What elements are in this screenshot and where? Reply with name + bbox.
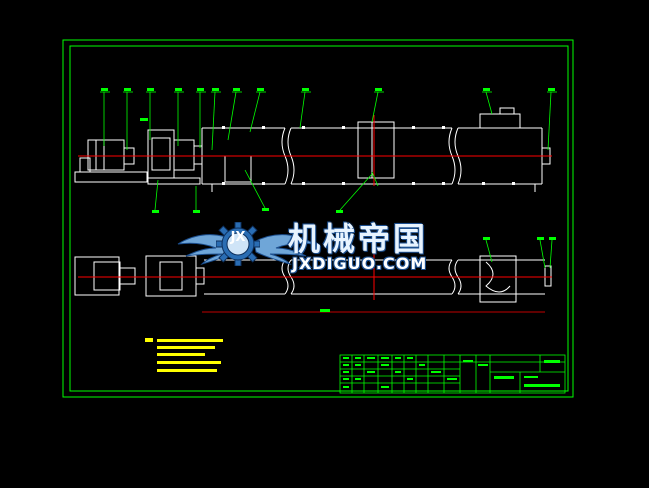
front-view: [74, 107, 551, 192]
motor-plan: [74, 256, 120, 296]
technical-notes: [145, 338, 223, 372]
hanger-section: [357, 121, 395, 179]
watermark: JX 机械帝国 JXDIGUO.COM: [176, 208, 476, 280]
inner-border: [69, 45, 569, 392]
plan-view: [74, 255, 552, 303]
outlet-plan: [479, 255, 517, 303]
motor: [87, 139, 125, 171]
title-block-text: [343, 357, 560, 388]
watermark-title: 机械帝国: [288, 220, 429, 258]
leader-lines: [100, 91, 557, 269]
gear-logo-icon: [216, 222, 260, 266]
logo-letters: JX: [230, 230, 246, 245]
title-block: [339, 354, 566, 394]
watermark-url: JXDIGUO.COM: [292, 254, 428, 273]
outlet: [479, 113, 521, 129]
inlet-box: [224, 155, 252, 183]
balloon-tags: [101, 88, 556, 312]
outer-border: [62, 39, 574, 398]
motor-base: [74, 171, 148, 183]
